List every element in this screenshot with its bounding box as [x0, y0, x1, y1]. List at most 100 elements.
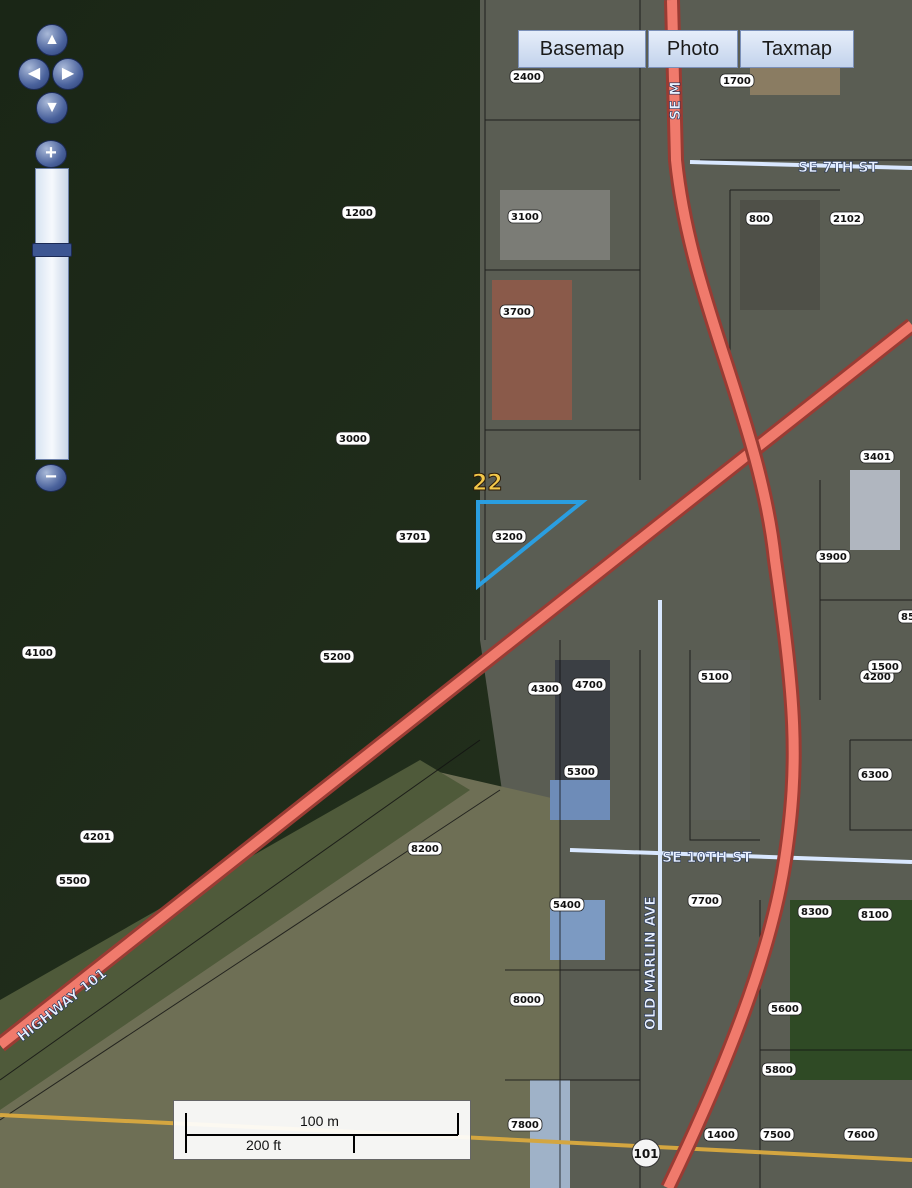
- parcel-label-bg: [767, 1001, 803, 1016]
- parcel-label-bg: [79, 829, 115, 844]
- parcel-label-bg: [571, 677, 607, 692]
- parcel-label-bg: [21, 645, 57, 660]
- parcel-number: 4300: [531, 684, 559, 695]
- parcel-number: 5800: [765, 1065, 793, 1076]
- parcel-label-bg: [335, 431, 371, 446]
- parcel-label-bg: [319, 649, 355, 664]
- parcel-number: 4201: [83, 832, 111, 843]
- parcel-number: 7600: [847, 1130, 875, 1141]
- parcel-number: 3000: [339, 434, 367, 445]
- parcel-number: 2102: [833, 214, 861, 225]
- parcel-number: 1500: [871, 662, 899, 673]
- parcel-number: 4700: [575, 680, 603, 691]
- scale-imperial-label: 200 ft: [246, 1137, 282, 1153]
- parcel-number: 1400: [707, 1130, 735, 1141]
- svg-text:101: 101: [633, 1147, 658, 1161]
- parcel-label-bg: [703, 1127, 739, 1142]
- se-marlin-street: [663, 0, 799, 1188]
- parcel-number: 1200: [345, 208, 373, 219]
- street-label-se-7th: SE 7TH ST: [798, 160, 878, 176]
- parcel-number: 4200: [863, 672, 891, 683]
- parcel-number: 5200: [323, 652, 351, 663]
- parcel-label-bg: [549, 897, 585, 912]
- parcel-label-bg: [509, 992, 545, 1007]
- parcel-label-bg: [507, 209, 543, 224]
- parcel-number: 7700: [691, 896, 719, 907]
- parcel-label-bg: [687, 893, 723, 908]
- parcel-label-bg: [341, 205, 377, 220]
- parcel-number: 5300: [567, 767, 595, 778]
- parcel-number: 3100: [511, 212, 539, 223]
- parcel-number: 7800: [511, 1120, 539, 1131]
- pan-down-button[interactable]: ▼: [36, 92, 68, 124]
- parcel-label-bg: [745, 211, 774, 226]
- pan-up-button[interactable]: ▲: [36, 24, 68, 56]
- parcel-label-bg: [867, 659, 903, 674]
- parcel-number: 3700: [503, 307, 531, 318]
- parcel-label-bg: [697, 669, 733, 684]
- parcel-number: 8100: [861, 910, 889, 921]
- scale-bar: 100 m 200 ft: [173, 1100, 471, 1160]
- parcel-number: 6300: [861, 770, 889, 781]
- scale-metric-label: 100 m: [300, 1113, 339, 1129]
- pan-right-button[interactable]: ▶: [52, 58, 84, 90]
- zoom-slider-track[interactable]: [35, 168, 69, 460]
- parcel-number: 5500: [59, 876, 87, 887]
- parcel-number: 800: [749, 214, 770, 225]
- parcel-label-bg: [843, 1127, 879, 1142]
- parcel-label-bg: [857, 907, 893, 922]
- parcel-number: 3701: [399, 532, 427, 543]
- street-label-old-marlin: OLD MARLIN AVE: [643, 896, 659, 1030]
- zoom-slider-handle[interactable]: [32, 243, 72, 258]
- parcel-number: 8300: [801, 907, 829, 918]
- parcel-labels: 2400 1700 1200 3100 800 2102 3700 3000 3701 3200 3…: [21, 69, 912, 1142]
- parcel-number: 2400: [513, 72, 541, 83]
- parcel-label-bg: [719, 73, 755, 88]
- parcel-label-bg: [815, 549, 851, 564]
- parcel-label-bg: [563, 764, 599, 779]
- parcel-label-bg: [797, 904, 833, 919]
- parcel-label-bg: [829, 211, 865, 226]
- parcel-label-bg: [407, 841, 443, 856]
- highway-shield: 101: [631, 1138, 661, 1168]
- zoom-out-button[interactable]: −: [35, 464, 67, 492]
- pan-left-button[interactable]: ◀: [18, 58, 50, 90]
- parcel-number: 5100: [701, 672, 729, 683]
- highlight-label: 22: [472, 471, 503, 496]
- parcel-label-bg: [761, 1062, 797, 1077]
- parcel-label-bg: [527, 681, 563, 696]
- parcel-label-bg: [491, 529, 527, 544]
- zoom-in-button[interactable]: +: [35, 140, 67, 168]
- parcel-number: 4100: [25, 648, 53, 659]
- highlighted-parcel: [476, 500, 588, 591]
- parcel-number: 3401: [863, 452, 891, 463]
- parcel-label-bg: [897, 609, 912, 624]
- parcel-number: 5400: [553, 900, 581, 911]
- photo-button[interactable]: Photo: [648, 30, 738, 68]
- parcel-label-bg: [857, 767, 893, 782]
- parcel-number: 8000: [513, 995, 541, 1006]
- building-red-roof: [492, 280, 572, 420]
- parcel-number: 3900: [819, 552, 847, 563]
- basemap-button[interactable]: Basemap: [518, 30, 646, 68]
- street-label-se-marlin: SE M: [668, 82, 684, 120]
- highway-101: [0, 321, 912, 1049]
- parcel-label-bg: [395, 529, 431, 544]
- parcel-number: 5600: [771, 1004, 799, 1015]
- street-label-se-10th: SE 10TH ST: [662, 850, 752, 866]
- parcel-label-bg: [499, 304, 535, 319]
- minor-streets: [569, 160, 912, 1030]
- parcel-number: 3200: [495, 532, 523, 543]
- parcel-number: 8500: [901, 612, 912, 623]
- taxmap-button[interactable]: Taxmap: [740, 30, 854, 68]
- parcel-label-bg: [509, 69, 545, 84]
- parcel-number: 8200: [411, 844, 439, 855]
- parcel-label-bg: [859, 449, 895, 464]
- parcel-label-bg: [507, 1117, 543, 1132]
- parcel-number: 7500: [763, 1130, 791, 1141]
- parcel-number: 1700: [723, 76, 751, 87]
- field-area: [0, 770, 560, 1188]
